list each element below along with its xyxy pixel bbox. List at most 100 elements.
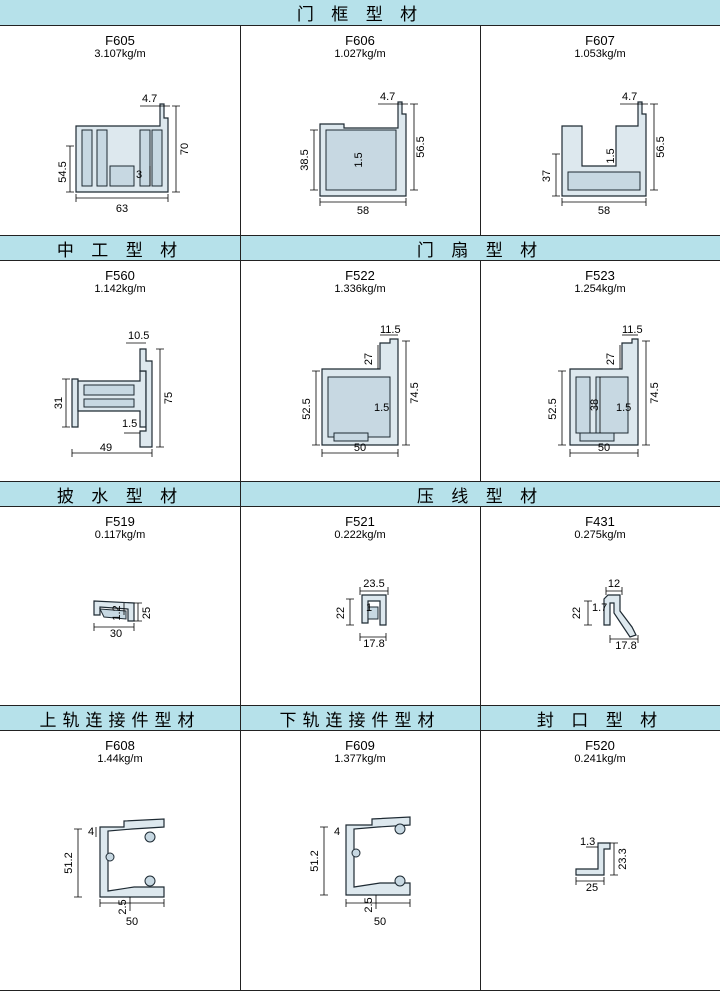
dim-label: 17.8 bbox=[615, 640, 636, 652]
profile-section-drawing: 1.3 23.3 25 bbox=[575, 836, 629, 894]
dim-label: 1.5 bbox=[605, 148, 617, 163]
grid-line bbox=[240, 731, 241, 991]
dim-label: 10.5 bbox=[128, 330, 149, 342]
profile-weight: 1.053kg/m bbox=[574, 48, 626, 60]
profile-code: F523 bbox=[585, 268, 615, 283]
profile-code: F560 bbox=[105, 268, 135, 283]
dim-label: 27 bbox=[605, 353, 617, 365]
section-header-door-frame: 门 框 型 材 bbox=[0, 0, 720, 26]
dim-label: 54.5 bbox=[57, 161, 69, 182]
dim-label: 38.5 bbox=[299, 149, 311, 170]
dim-label: 58 bbox=[598, 205, 610, 217]
dim-label: 38 bbox=[589, 399, 601, 411]
profile-weight: 1.027kg/m bbox=[334, 48, 386, 60]
profile-code: F607 bbox=[585, 33, 615, 48]
dim-label: 22 bbox=[335, 607, 347, 619]
dim-label: 25 bbox=[141, 607, 153, 619]
dim-label: 75 bbox=[163, 392, 175, 404]
profile-section-drawing: 4.7 3 54.5 70 63 bbox=[57, 93, 191, 215]
profile-section-drawing: 11.5 27 52.5 38 1.5 74.5 50 bbox=[547, 324, 661, 457]
profile-weight: 0.117kg/m bbox=[94, 529, 146, 541]
dim-label: 1.5 bbox=[353, 152, 365, 167]
dim-label: 52.5 bbox=[547, 398, 559, 419]
dim-label: 50 bbox=[354, 442, 366, 454]
dim-label: 63 bbox=[116, 203, 128, 215]
dim-label: 4 bbox=[88, 826, 94, 838]
profile-code: F431 bbox=[585, 514, 615, 529]
profile-section-drawing: 4 51.2 2.5 50 bbox=[309, 816, 411, 928]
dim-label: 74.5 bbox=[649, 382, 661, 403]
profile-code: F520 bbox=[585, 738, 615, 753]
dim-label: 56.5 bbox=[655, 136, 667, 157]
section-header-glazing-bead: 压 线 型 材 bbox=[240, 481, 720, 507]
dim-label: 52.5 bbox=[301, 398, 313, 419]
profile-weight: 0.241kg/m bbox=[574, 753, 626, 765]
section-header-lower-rail-connector: 下轨连接件型材 bbox=[240, 705, 480, 731]
profile-weight: 0.222kg/m bbox=[334, 529, 386, 541]
profile-weight: 1.254kg/m bbox=[574, 283, 626, 295]
dim-label: 11.5 bbox=[380, 324, 401, 336]
section-header-mullion: 中 工 型 材 bbox=[0, 235, 240, 261]
profile-section-drawing: 10.5 31 75 1.5 49 bbox=[53, 330, 175, 457]
dim-label: 4 bbox=[334, 826, 340, 838]
grid-line bbox=[240, 261, 241, 481]
dim-label: 58 bbox=[357, 205, 369, 217]
dim-label: 1.3 bbox=[580, 836, 595, 848]
profile-section-drawing: 4 51.2 2.5 50 bbox=[63, 818, 165, 928]
profile-weight: 3.107kg/m bbox=[94, 48, 146, 60]
profile-code: F521 bbox=[345, 514, 375, 529]
profile-code: F522 bbox=[345, 268, 375, 283]
profile-section-drawing: 4.7 37 1.5 56.5 58 bbox=[541, 91, 667, 217]
profile-card-f609: F609 1.377kg/m 4 51.2 2.5 50 bbox=[240, 731, 480, 991]
profile-section-drawing: 11.5 27 52.5 74.5 1.5 50 bbox=[301, 324, 421, 457]
dim-label: 1.5 bbox=[616, 402, 631, 414]
dim-label: 23.3 bbox=[617, 848, 629, 869]
dim-label: 4.7 bbox=[622, 91, 637, 103]
profile-weight: 1.336kg/m bbox=[334, 283, 386, 295]
dim-label: 74.5 bbox=[409, 382, 421, 403]
dim-label: 30 bbox=[110, 628, 122, 640]
dim-label: 51.2 bbox=[309, 850, 321, 871]
dim-label: 51.2 bbox=[63, 852, 75, 873]
profile-code: F609 bbox=[345, 738, 375, 753]
profile-card-f608: F608 1.44kg/m 4 51.2 2.5 50 bbox=[0, 731, 240, 991]
profile-section-drawing: 23.5 22 1 17.8 bbox=[335, 578, 389, 650]
profile-card-f607: F607 1.053kg/m 4.7 37 1.5 56.5 58 bbox=[480, 26, 720, 235]
profile-card-f522: F522 1.336kg/m 11.5 27 52.5 74.5 1.5 50 bbox=[240, 261, 480, 481]
profile-code: F608 bbox=[105, 738, 135, 753]
dim-label: 1.5 bbox=[122, 418, 137, 430]
dim-label: 50 bbox=[126, 916, 138, 928]
dim-label: 11.5 bbox=[622, 324, 643, 336]
dim-label: 2.5 bbox=[363, 897, 375, 912]
profile-weight: 0.275kg/m bbox=[574, 529, 626, 541]
grid-line bbox=[480, 507, 481, 705]
dim-label: 1 bbox=[366, 602, 372, 614]
section-header-seal-cap: 封 口 型 材 bbox=[480, 705, 720, 731]
section-header-door-leaf: 门 扇 型 材 bbox=[240, 235, 720, 261]
dim-label: 22 bbox=[571, 607, 583, 619]
profile-code: F519 bbox=[105, 514, 135, 529]
dim-label: 1.7 bbox=[592, 602, 607, 614]
divider bbox=[240, 706, 241, 730]
dim-label: 1.5 bbox=[374, 402, 389, 414]
profile-card-f606: F606 1.027kg/m 4.7 38.5 1.5 56.5 58 bbox=[240, 26, 480, 235]
dim-label: 49 bbox=[100, 442, 112, 454]
dim-label: 50 bbox=[374, 916, 386, 928]
profile-card-f520: F520 0.241kg/m 1.3 23.3 25 bbox=[480, 731, 720, 991]
dim-label: 17.8 bbox=[363, 638, 384, 650]
profile-card-f560: F560 1.142kg/m 10.5 31 75 1.5 49 bbox=[0, 261, 240, 481]
grid-line bbox=[240, 26, 241, 235]
profile-card-f431: F431 0.275kg/m 12 1.7 22 17.8 bbox=[480, 507, 720, 705]
dim-label: 27 bbox=[363, 353, 375, 365]
grid-line bbox=[480, 261, 481, 481]
profile-card-f521: F521 0.222kg/m 23.5 22 1 17.8 bbox=[240, 507, 480, 705]
profile-weight: 1.44kg/m bbox=[97, 753, 143, 765]
grid-line bbox=[480, 26, 481, 235]
profile-card-f605: F605 3.107kg/m 4.7 3 54.5 70 63 bbox=[0, 26, 240, 235]
profile-section-drawing: 4.7 38.5 1.5 56.5 58 bbox=[299, 91, 427, 217]
profile-card-f519: F519 0.117kg/m 1.2 25 30 bbox=[0, 507, 240, 705]
dim-label: 12 bbox=[608, 578, 620, 590]
dim-label: 56.5 bbox=[415, 136, 427, 157]
dim-label: 23.5 bbox=[363, 578, 384, 590]
